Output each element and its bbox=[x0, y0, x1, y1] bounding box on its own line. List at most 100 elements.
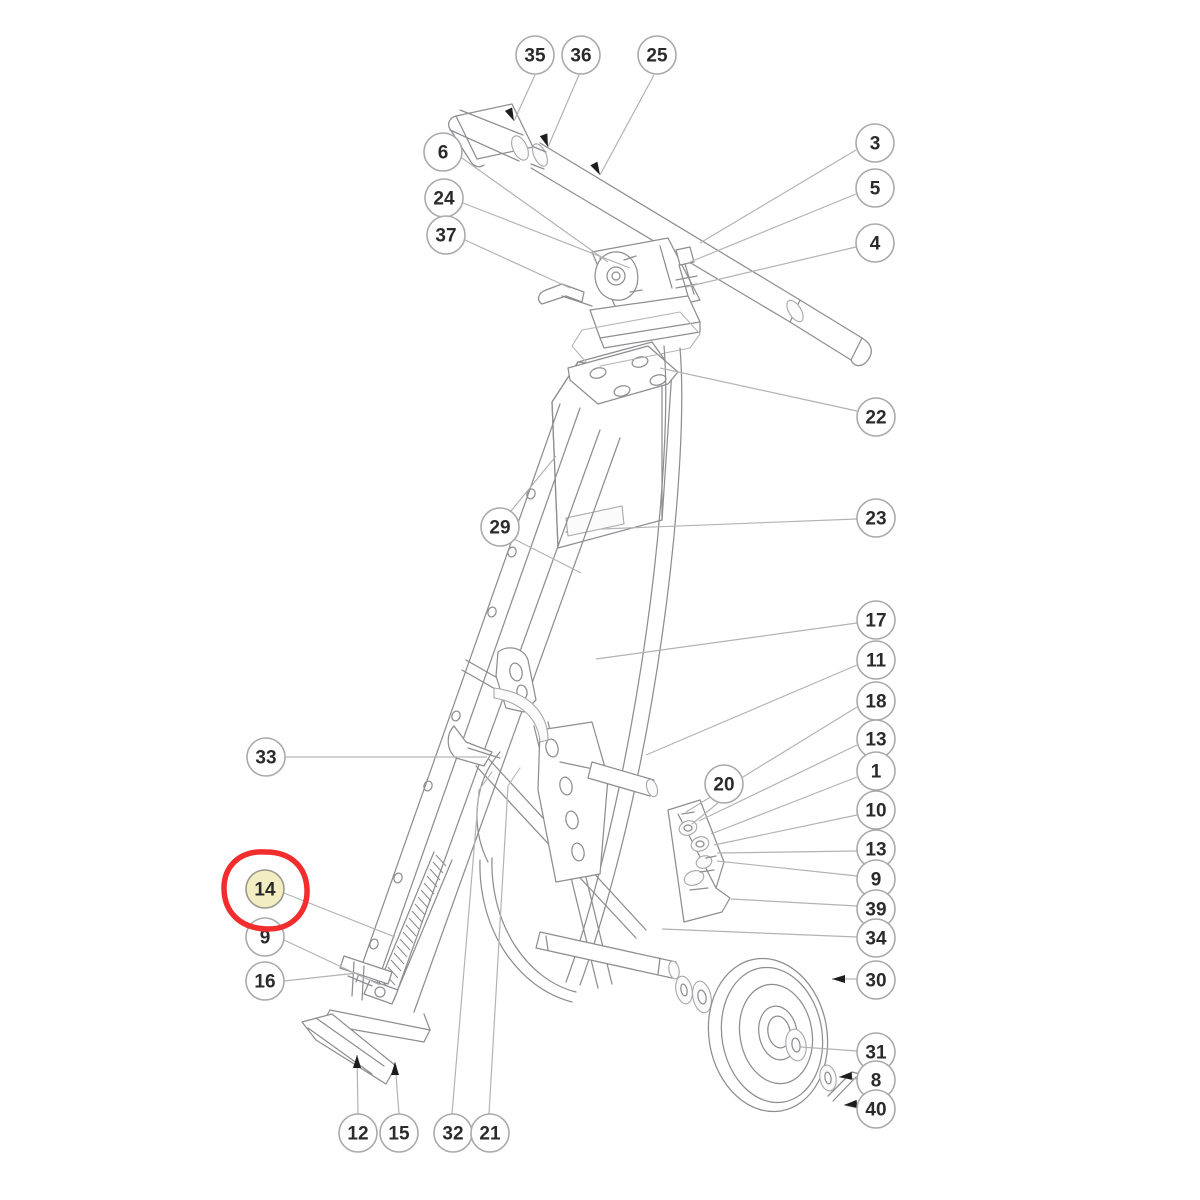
callout-bubble-1[interactable] bbox=[856, 751, 896, 791]
callout-label-12: 12 bbox=[347, 1124, 368, 1145]
callout-bubble-36[interactable] bbox=[561, 35, 601, 75]
callout-label-23: 23 bbox=[865, 509, 886, 530]
callout-30[interactable]: 30 bbox=[856, 960, 896, 1000]
callout-bubble-6[interactable] bbox=[423, 132, 463, 172]
callout-13[interactable]: 13 bbox=[856, 719, 896, 759]
callout-17[interactable]: 17 bbox=[856, 600, 896, 640]
callout-5[interactable]: 5 bbox=[855, 168, 895, 208]
axle-hardware bbox=[675, 975, 712, 1014]
axle-shaft bbox=[535, 931, 680, 980]
callout-29[interactable]: 29 bbox=[480, 507, 520, 547]
callout-bubble-23[interactable] bbox=[856, 498, 896, 538]
leader-line-13 bbox=[716, 850, 858, 854]
callout-10[interactable]: 10 bbox=[856, 790, 896, 830]
callout-bubble-22[interactable] bbox=[856, 397, 896, 437]
leader-line-36 bbox=[547, 74, 580, 148]
callout-bubble-4[interactable] bbox=[855, 223, 895, 263]
leader-line-40 bbox=[843, 1104, 858, 1109]
callout-32[interactable]: 32 bbox=[433, 1113, 473, 1153]
callout-15[interactable]: 15 bbox=[379, 1113, 419, 1153]
handle-bar-assembly bbox=[448, 103, 872, 367]
callout-label-37: 37 bbox=[435, 226, 456, 247]
callout-20[interactable]: 20 bbox=[704, 764, 744, 804]
callout-label-15: 15 bbox=[388, 1124, 410, 1145]
callout-25[interactable]: 25 bbox=[637, 35, 677, 75]
callout-bubble-17[interactable] bbox=[856, 600, 896, 640]
callout-31[interactable]: 31 bbox=[856, 1032, 896, 1072]
callout-bubble-3[interactable] bbox=[855, 123, 895, 163]
callout-label-10: 10 bbox=[865, 801, 886, 822]
callout-14[interactable]: 14 bbox=[245, 869, 285, 909]
callout-bubble-12[interactable] bbox=[338, 1113, 378, 1153]
leader-line-29 bbox=[510, 455, 557, 512]
callout-label-6: 6 bbox=[438, 143, 449, 164]
leader-line-23 bbox=[600, 518, 858, 530]
leader-line-20 bbox=[691, 802, 719, 825]
callout-21[interactable]: 21 bbox=[470, 1113, 510, 1153]
callout-12[interactable]: 12 bbox=[338, 1113, 378, 1153]
callout-bubble-16[interactable] bbox=[245, 961, 285, 1001]
callout-bubble-14[interactable] bbox=[245, 869, 285, 909]
leader-line-9 bbox=[283, 939, 381, 986]
callout-label-33: 33 bbox=[255, 748, 276, 769]
callout-37[interactable]: 37 bbox=[426, 215, 466, 255]
callout-35[interactable]: 35 bbox=[515, 35, 555, 75]
callout-bubble-40[interactable] bbox=[856, 1089, 896, 1129]
callout-33[interactable]: 33 bbox=[246, 737, 286, 777]
callout-label-31: 31 bbox=[865, 1043, 887, 1064]
callout-4[interactable]: 4 bbox=[855, 223, 895, 263]
callout-label-14: 14 bbox=[254, 880, 276, 901]
callout-bubble-29[interactable] bbox=[480, 507, 520, 547]
callout-bubble-11[interactable] bbox=[856, 640, 896, 680]
callout-label-34: 34 bbox=[865, 929, 887, 950]
callout-1[interactable]: 1 bbox=[856, 751, 896, 791]
callout-22[interactable]: 22 bbox=[856, 397, 896, 437]
leader-line-32 bbox=[451, 789, 480, 1115]
callout-18[interactable]: 18 bbox=[856, 681, 896, 721]
callout-bubble-37[interactable] bbox=[426, 215, 466, 255]
callout-36[interactable]: 36 bbox=[561, 35, 601, 75]
callout-bubble-35[interactable] bbox=[515, 35, 555, 75]
callout-16[interactable]: 16 bbox=[245, 961, 285, 1001]
leader-arrowhead bbox=[839, 1071, 853, 1080]
callout-bubble-30[interactable] bbox=[856, 960, 896, 1000]
callout-bubble-5[interactable] bbox=[855, 168, 895, 208]
drawing-geometry bbox=[301, 103, 872, 1113]
callout-label-16: 16 bbox=[254, 972, 275, 993]
callout-40[interactable]: 40 bbox=[856, 1089, 896, 1129]
callout-label-8: 8 bbox=[871, 1071, 882, 1092]
callout-11[interactable]: 11 bbox=[856, 640, 896, 680]
engine-box bbox=[551, 311, 701, 549]
callout-label-30: 30 bbox=[865, 971, 886, 992]
toe-plate bbox=[301, 1013, 397, 1085]
leader-arrowhead bbox=[391, 1062, 399, 1075]
callout-bubble-21[interactable] bbox=[470, 1113, 510, 1153]
callout-23[interactable]: 23 bbox=[856, 498, 896, 538]
leader-line-6 bbox=[461, 157, 609, 263]
callout-label-21: 21 bbox=[479, 1124, 501, 1145]
callout-bubble-10[interactable] bbox=[856, 790, 896, 830]
callout-label-11: 11 bbox=[866, 651, 887, 672]
frame-rails bbox=[321, 345, 683, 1043]
callout-34[interactable]: 34 bbox=[856, 918, 896, 958]
callout-label-1: 1 bbox=[871, 762, 882, 783]
callout-bubble-20[interactable] bbox=[704, 764, 744, 804]
leader-arrowhead bbox=[504, 107, 514, 121]
leader-line-25 bbox=[599, 74, 655, 176]
callout-bubble-15[interactable] bbox=[379, 1113, 419, 1153]
leader-arrowhead bbox=[844, 1099, 858, 1108]
internal-reference-lines bbox=[478, 767, 521, 791]
callout-label-40: 40 bbox=[865, 1100, 886, 1121]
callout-9[interactable]: 9 bbox=[245, 917, 285, 957]
callout-bubble-33[interactable] bbox=[246, 737, 286, 777]
callout-label-32: 32 bbox=[442, 1124, 463, 1145]
callout-24[interactable]: 24 bbox=[424, 178, 464, 218]
leader-line-14 bbox=[283, 892, 396, 938]
callout-label-20: 20 bbox=[713, 775, 734, 796]
callout-3[interactable]: 3 bbox=[855, 123, 895, 163]
callout-bubble-34[interactable] bbox=[856, 918, 896, 958]
callout-bubble-25[interactable] bbox=[637, 35, 677, 75]
callout-6[interactable]: 6 bbox=[423, 132, 463, 172]
callout-13[interactable]: 13 bbox=[856, 829, 896, 869]
